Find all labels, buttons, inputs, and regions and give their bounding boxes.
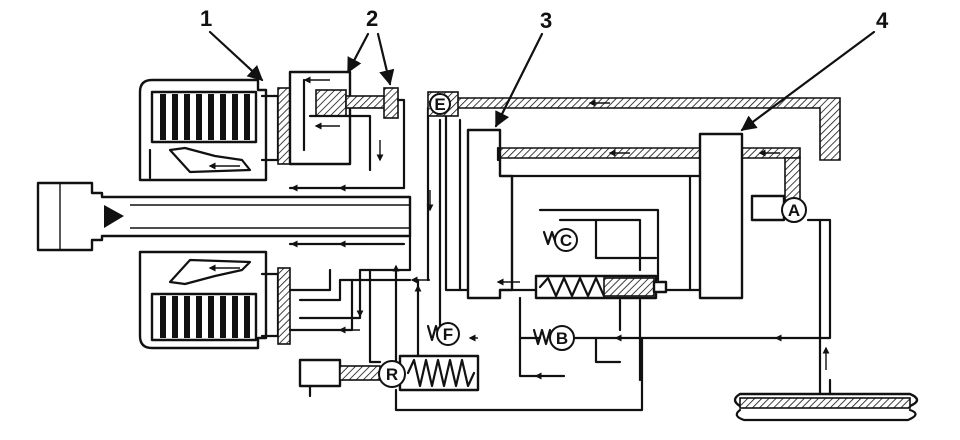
- valve-f-label: F: [443, 325, 453, 344]
- valve-b-label: B: [556, 329, 568, 348]
- callout-2: 2: [346, 6, 395, 86]
- clutch-housing-lower: [138, 250, 291, 350]
- valve-r-label: R: [386, 365, 398, 384]
- valve-a-label: A: [788, 201, 800, 220]
- valve-e: E: [427, 91, 459, 117]
- valve-f: F: [426, 322, 460, 346]
- valve-r: R: [378, 360, 406, 388]
- callout-1: 1: [200, 6, 264, 82]
- clutch-housing-upper: [138, 78, 291, 182]
- valve-c: C: [542, 228, 578, 252]
- output-shaft: [36, 181, 412, 252]
- spring-valve-bank: [534, 208, 668, 382]
- clutch-plates-upper: [160, 94, 250, 140]
- callout-2-label: 2: [366, 6, 378, 31]
- valve-b: B: [532, 325, 575, 351]
- callout-4: 4: [740, 8, 889, 132]
- callout-3-label: 3: [540, 8, 552, 33]
- valve-c-label: C: [560, 231, 572, 250]
- relief-valve-r: [298, 354, 480, 398]
- spool-valve-4: [688, 132, 744, 300]
- actuator-top: [288, 70, 406, 166]
- callout-3: 3: [494, 8, 552, 128]
- spool-valve-3: [466, 128, 692, 300]
- valve-a: A: [750, 194, 807, 223]
- callout-1-label: 1: [200, 6, 212, 31]
- flow-arrows: [208, 76, 830, 380]
- reservoir-tank: [733, 378, 919, 422]
- valve-e-label: E: [434, 95, 445, 114]
- clutch-plates-lower: [160, 296, 250, 338]
- callout-4-label: 4: [876, 8, 889, 33]
